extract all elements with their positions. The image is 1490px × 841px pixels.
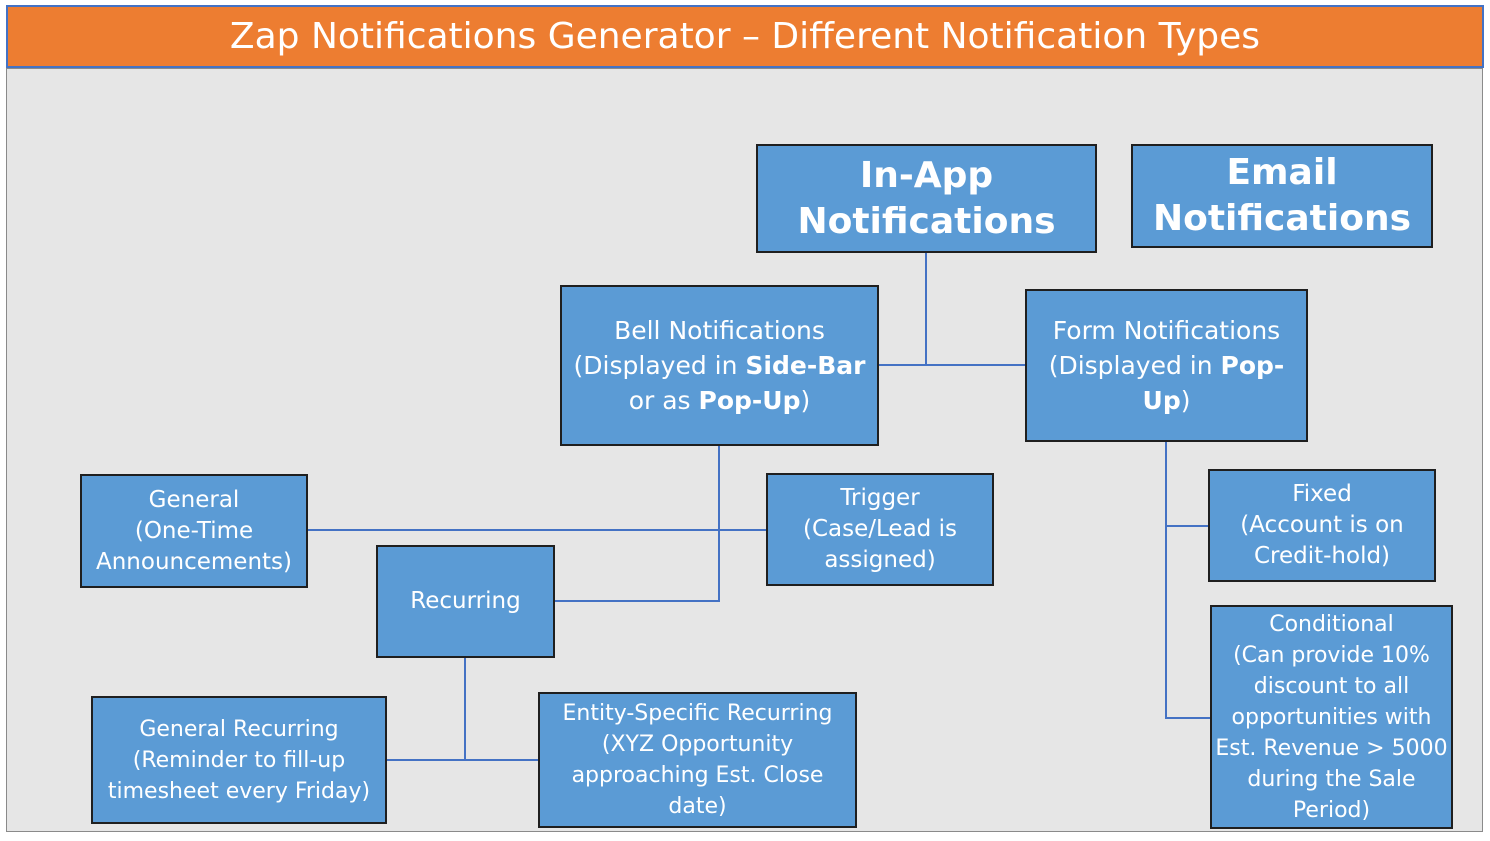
node-general-line1: General xyxy=(148,486,240,513)
node-entity-recurring-line3: approaching Est. Close xyxy=(571,763,824,788)
node-recurring-line1: Recurring xyxy=(410,588,521,614)
node-conditional: Conditional (Can provide 10% discount to… xyxy=(1210,605,1453,829)
node-in-app-notifications: In-App Notifications xyxy=(756,144,1097,253)
node-fixed-line3: Credit-hold) xyxy=(1253,543,1391,569)
connector-form-down xyxy=(1165,441,1210,719)
node-general-recurring-line1: General Recurring xyxy=(139,716,339,742)
node-general: General (One-Time Announcements) xyxy=(80,474,308,588)
node-in-app-line1: In-App xyxy=(859,154,994,196)
node-conditional-line3: discount to all xyxy=(1253,673,1410,699)
node-trigger-line3: assigned) xyxy=(824,547,936,573)
node-bell-line2: (Displayed in Side-Bar xyxy=(573,351,866,380)
node-conditional-line6: during the Sale xyxy=(1247,766,1416,792)
node-conditional-line1: Conditional xyxy=(1269,611,1394,637)
node-entity-specific-recurring: Entity-Specific Recurring (XYZ Opportuni… xyxy=(538,692,857,828)
node-general-recurring-line3: timesheet every Friday) xyxy=(107,778,371,804)
node-conditional-line4: opportunities with xyxy=(1231,704,1432,730)
node-fixed-line1: Fixed xyxy=(1292,481,1352,507)
node-email-notifications: Email Notifications xyxy=(1131,144,1433,248)
node-entity-recurring-line2: (XYZ Opportunity xyxy=(601,732,794,757)
node-fixed-line2: (Account is on xyxy=(1240,512,1404,538)
node-general-line3: Announcements) xyxy=(95,548,293,575)
node-trigger-line1: Trigger xyxy=(840,485,920,511)
node-entity-recurring-line4: date) xyxy=(668,794,727,819)
node-bell-line3: or as Pop-Up) xyxy=(628,386,811,415)
node-fixed: Fixed (Account is on Credit-hold) xyxy=(1208,469,1436,582)
node-general-recurring: General Recurring (Reminder to fill-up t… xyxy=(91,696,387,824)
node-form-line2: (Displayed in Pop- xyxy=(1048,351,1285,380)
node-email-line1: Email xyxy=(1226,152,1338,193)
node-general-line2: (One-Time xyxy=(134,517,254,544)
node-form-title: Form Notifications xyxy=(1052,316,1281,345)
node-form-line3: Up) xyxy=(1142,386,1191,415)
node-email-line2: Notifications xyxy=(1152,198,1412,239)
node-in-app-line2: Notifications xyxy=(797,200,1056,242)
node-entity-recurring-line1: Entity-Specific Recurring xyxy=(562,701,833,726)
node-general-recurring-line2: (Reminder to fill-up xyxy=(132,747,346,773)
node-trigger: Trigger (Case/Lead is assigned) xyxy=(766,473,994,586)
node-form-notifications: Form Notifications (Displayed in Pop- Up… xyxy=(1025,289,1308,442)
node-conditional-line7: Period) xyxy=(1292,797,1371,823)
connector-bell-down xyxy=(555,445,720,602)
node-conditional-line5: Est. Revenue > 5000 xyxy=(1215,735,1448,761)
node-conditional-line2: (Can provide 10% xyxy=(1233,642,1430,668)
node-recurring: Recurring xyxy=(376,545,555,658)
node-trigger-line2: (Case/Lead is xyxy=(803,516,957,542)
node-bell-notifications: Bell Notifications (Displayed in Side-Ba… xyxy=(560,285,879,446)
node-bell-title: Bell Notifications xyxy=(614,316,825,345)
page-title: Zap Notifications Generator – Different … xyxy=(6,5,1484,68)
